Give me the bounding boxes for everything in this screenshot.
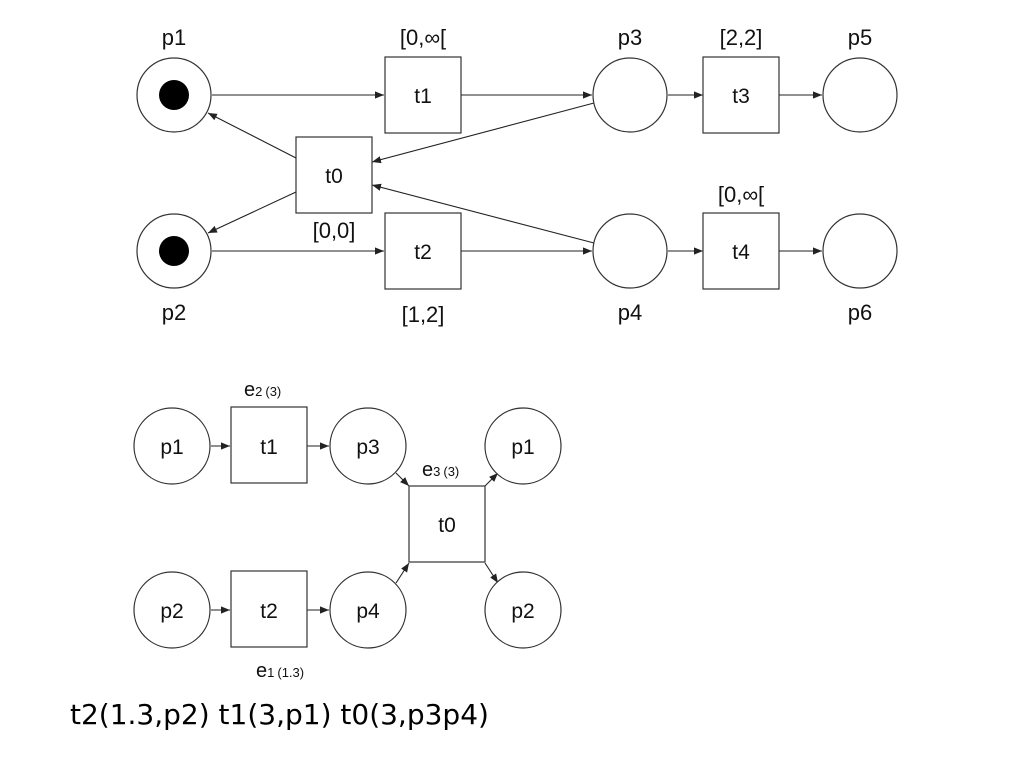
transition-t4 xyxy=(702,212,780,290)
u-place-p1-out xyxy=(484,407,562,485)
place-label-p3: p3 xyxy=(618,25,642,50)
place-p5 xyxy=(822,57,898,133)
u-place-p1-in xyxy=(133,407,211,485)
u-transition-t0 xyxy=(408,485,486,563)
token-p1 xyxy=(159,80,189,110)
u-transition-label-t1: t1 xyxy=(260,436,278,459)
u-place-label-p2-out: p2 xyxy=(511,600,534,623)
transition-label-t1: t1 xyxy=(414,85,432,108)
u-transition-t1 xyxy=(230,406,308,484)
interval-t2: [1,2] xyxy=(402,302,445,327)
arc-u-p4-t0 xyxy=(395,562,410,584)
u-place-label-p3: p3 xyxy=(356,436,379,459)
arc-u-t0-p1 xyxy=(484,472,499,487)
u-transition-label-t0: t0 xyxy=(438,514,456,537)
transition-t2 xyxy=(384,212,462,290)
transition-label-t4: t4 xyxy=(732,241,750,264)
interval-t1: [0,∞[ xyxy=(400,25,446,50)
u-place-p2-out xyxy=(484,571,562,649)
u-transition-label-t2: t2 xyxy=(260,600,278,623)
arc-p3-t0 xyxy=(371,102,595,164)
arc-t0-p2 xyxy=(207,191,297,234)
place-label-p2: p2 xyxy=(162,300,186,325)
u-place-p2-in xyxy=(133,571,211,649)
u-place-p4 xyxy=(329,571,407,649)
arc-p4-t0 xyxy=(371,183,595,244)
arc-u-p3-t0 xyxy=(395,472,410,487)
interval-t4: [0,∞[ xyxy=(718,182,764,207)
u-place-label-p1-out: p1 xyxy=(511,436,534,459)
u-place-p3 xyxy=(329,407,407,485)
transition-t1 xyxy=(384,56,462,134)
event-label-e1: e1(1.3) xyxy=(256,660,304,682)
u-place-label-p4: p4 xyxy=(356,600,380,623)
arc-u-t0-p2 xyxy=(484,562,499,584)
transition-label-t2: t2 xyxy=(414,241,432,264)
interval-t0: [0,0] xyxy=(313,218,356,243)
place-p6 xyxy=(822,213,898,289)
time-petri-net: t1 t3 t0 t2 t4 p1 p2 p3 p4 p5 p6 [0,∞[ [… xyxy=(136,25,898,327)
event-label-e3: e3(3) xyxy=(422,459,459,481)
place-p3 xyxy=(592,57,668,133)
place-label-p4: p4 xyxy=(618,300,642,325)
place-label-p5: p5 xyxy=(848,25,872,50)
unfolding-process: p1 p2 p3 p4 p1 p2 t1 t2 t0 e2(3) e3(3) e… xyxy=(133,379,562,682)
firing-sequence-caption: t2(1.3,p2) t1(3,p1) t0(3,p3p4) xyxy=(70,698,489,731)
transition-label-t3: t3 xyxy=(732,85,750,108)
event-label-e2: e2(3) xyxy=(244,379,281,401)
place-label-p1: p1 xyxy=(162,25,186,50)
token-p2 xyxy=(159,236,189,266)
arc-t0-p1 xyxy=(207,112,297,159)
interval-t3: [2,2] xyxy=(720,25,763,50)
place-p4 xyxy=(592,213,668,289)
place-label-p6: p6 xyxy=(848,300,872,325)
u-place-label-p1-in: p1 xyxy=(160,436,183,459)
transition-t0 xyxy=(295,136,373,214)
u-transition-t2 xyxy=(230,570,308,648)
transition-label-t0: t0 xyxy=(325,165,343,188)
u-place-label-p2-in: p2 xyxy=(160,600,183,623)
transition-t3 xyxy=(702,56,780,134)
